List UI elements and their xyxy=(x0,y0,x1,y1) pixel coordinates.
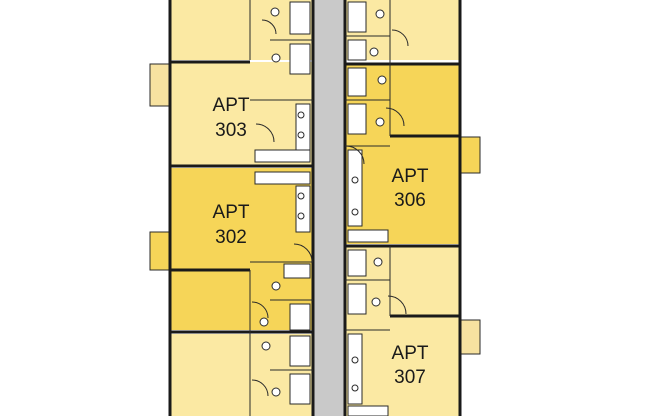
bathtub-icon xyxy=(289,373,311,405)
kitchen-counter xyxy=(295,185,311,233)
sink-icon xyxy=(351,176,359,184)
kitchen-counter xyxy=(347,229,389,243)
walls xyxy=(168,0,462,416)
stove-icon xyxy=(351,384,359,392)
toilet-icon xyxy=(270,7,280,17)
bathtub-icon xyxy=(347,1,367,33)
bathtub-icon xyxy=(347,283,367,315)
toilet-icon xyxy=(271,281,281,291)
toilet-icon xyxy=(375,117,385,127)
door-swing xyxy=(293,243,313,263)
bathtub-icon xyxy=(289,43,311,75)
door-swing xyxy=(391,29,409,47)
door-swing xyxy=(385,107,405,127)
kitchen-counter xyxy=(347,405,389,416)
bathtub-icon xyxy=(347,67,367,97)
apt-label: APT xyxy=(392,166,429,187)
toilet-icon xyxy=(259,317,269,327)
bathtub-icon xyxy=(289,335,311,367)
door-swing xyxy=(261,19,277,35)
bathtub-icon xyxy=(347,249,367,277)
toilet-icon xyxy=(371,297,381,307)
kitchen-counter xyxy=(347,333,363,405)
toilet-icon xyxy=(373,257,383,267)
sink-icon xyxy=(297,192,305,200)
fixtures-right xyxy=(345,1,409,416)
sink-icon xyxy=(297,111,305,119)
kitchen-counter xyxy=(347,149,363,227)
toilet-icon xyxy=(271,53,281,63)
toilet-icon xyxy=(261,341,271,351)
corridor xyxy=(313,0,345,416)
apt-label: APT xyxy=(213,202,250,223)
unit-apt-303[interactable] xyxy=(149,62,313,166)
sink-icon xyxy=(351,356,359,364)
bathtub-icon xyxy=(347,103,367,135)
apt-label: APT xyxy=(392,343,429,364)
unit-labels: APT 303 APT 302 APT 306 APT 307 xyxy=(213,95,429,388)
kitchen-counter xyxy=(295,103,311,155)
bathtub-icon xyxy=(289,1,311,35)
stove-icon xyxy=(297,131,305,139)
toilet-icon xyxy=(375,9,385,19)
bathtub-icon xyxy=(283,263,311,279)
kitchen-counter xyxy=(254,149,311,163)
apt-number: 307 xyxy=(394,367,426,388)
bathtub-icon xyxy=(347,39,367,61)
apt-number: 302 xyxy=(215,227,247,248)
door-swing xyxy=(251,301,269,319)
toilet-icon xyxy=(369,47,379,57)
unit-bottom-left[interactable] xyxy=(170,334,313,416)
toilet-icon xyxy=(377,75,387,85)
kitchen-counter xyxy=(254,171,311,185)
door-swing xyxy=(251,379,269,397)
apt-label: APT xyxy=(213,95,250,116)
door-swing xyxy=(255,123,275,143)
apt-number: 306 xyxy=(394,190,426,211)
stove-icon xyxy=(351,208,359,216)
fixtures-left xyxy=(251,1,313,405)
apt-number: 303 xyxy=(215,120,247,141)
bathtub-icon xyxy=(289,303,311,331)
door-swing xyxy=(387,295,407,315)
unit-apt-302[interactable] xyxy=(149,168,313,330)
toilet-icon xyxy=(271,387,281,397)
door-swing xyxy=(345,145,365,165)
stove-icon xyxy=(297,212,305,220)
